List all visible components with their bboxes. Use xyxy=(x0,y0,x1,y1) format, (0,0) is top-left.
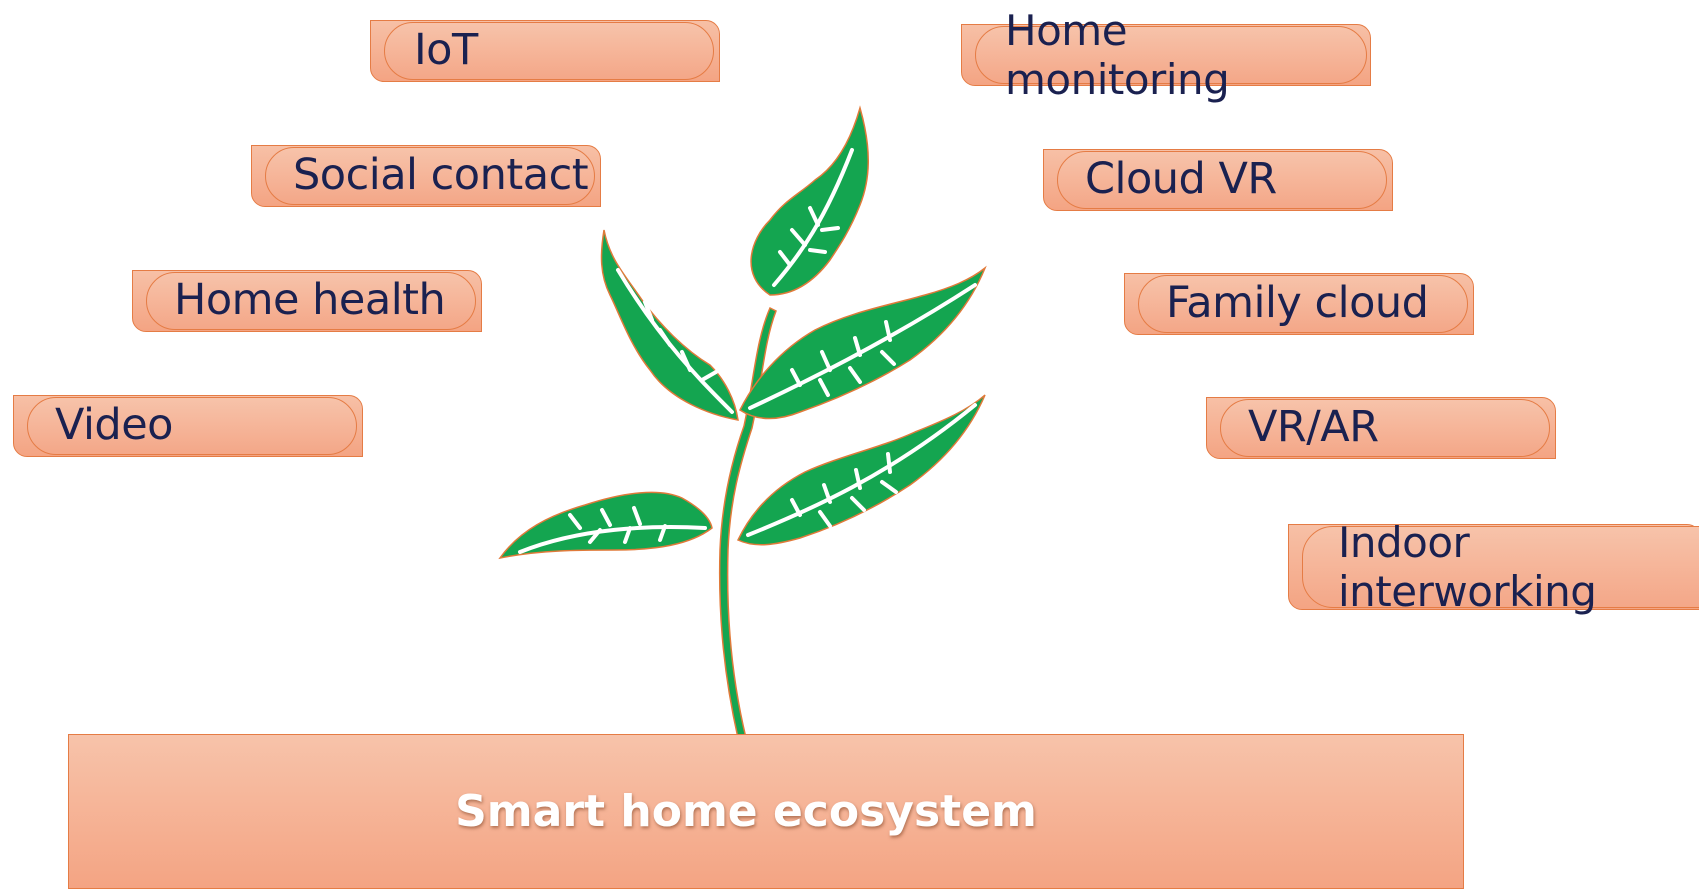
tag-cloud-vr: Cloud VR xyxy=(1043,149,1393,211)
tag-label: IoT xyxy=(414,25,478,76)
tag-label: Cloud VR xyxy=(1085,154,1277,205)
tag-iot: IoT xyxy=(370,20,720,82)
tag-label: Video xyxy=(55,400,173,451)
tag-video: Video xyxy=(13,395,363,457)
tag-home-health: Home health xyxy=(132,270,482,332)
tag-social-contact: Social contact xyxy=(251,145,601,207)
tag-label: Indoor interworking xyxy=(1338,518,1597,616)
tag-home-monitoring: Home monitoring xyxy=(961,6,1371,104)
tag-vr-ar: VR/AR xyxy=(1206,397,1556,459)
plant-icon xyxy=(498,105,987,739)
tag-family-cloud: Family cloud xyxy=(1124,273,1474,335)
tag-label: Family cloud xyxy=(1166,278,1429,329)
base-label: Smart home ecosystem xyxy=(455,786,1037,837)
ecosystem-base: Smart home ecosystem xyxy=(68,734,1464,889)
tag-label: Home health xyxy=(174,275,446,326)
tag-label: Home monitoring xyxy=(1005,6,1230,104)
tag-indoor-interworking: Indoor interworking xyxy=(1288,518,1699,616)
tag-label: VR/AR xyxy=(1248,402,1379,453)
tag-label: Social contact xyxy=(293,150,589,201)
